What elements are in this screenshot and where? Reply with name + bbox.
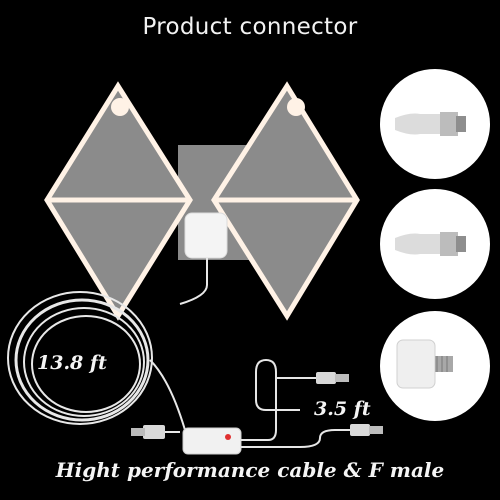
coax-length-label: 13.8 ft (37, 352, 107, 374)
mounting-hole-icon (287, 98, 305, 116)
coax-plug-icon (131, 425, 165, 439)
antenna-icon (44, 81, 360, 321)
signal-amplifier-icon (182, 427, 242, 455)
coax-connector-icon (380, 69, 490, 179)
f-male-connector-icon (380, 311, 490, 421)
coax-connector-icon (380, 189, 490, 299)
usb-cable (241, 358, 350, 448)
usb-length-label: 3.5 ft (314, 398, 371, 420)
usb-plug-icon (316, 372, 383, 436)
mounting-hole-icon (111, 98, 129, 116)
coax-cable-coil (7, 258, 208, 433)
page-title: Product connector (142, 14, 358, 40)
caption: Hight performance cable & F male (55, 458, 445, 482)
